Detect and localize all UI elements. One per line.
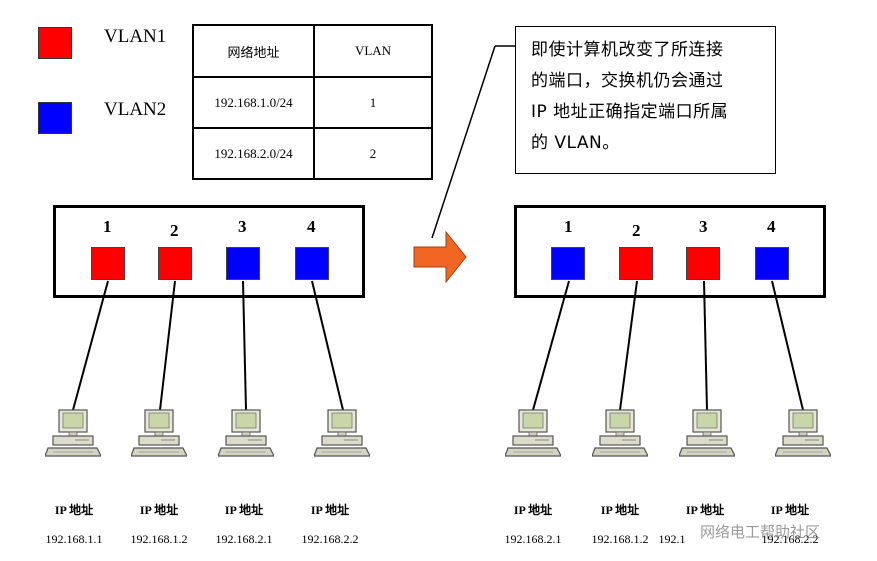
switch-before xyxy=(53,205,365,298)
table-row: 192.168.1.0/24 1 xyxy=(192,76,433,129)
watermark: 网络电工帮助社区 xyxy=(700,523,821,541)
table-cell-network: 192.168.1.0/24 xyxy=(192,76,315,129)
switch-port-after-4 xyxy=(755,247,789,280)
cable-after-4 xyxy=(771,280,804,411)
cable-after-3 xyxy=(703,280,708,411)
ip-address-after-4: 192.168.2.2 xyxy=(761,532,819,546)
note-line-2: 的端口，交换机仍会通过 xyxy=(531,71,724,91)
cable-before-1 xyxy=(72,280,109,411)
switch-port-before-4 xyxy=(295,247,329,280)
port-number-before-2: 2 xyxy=(170,221,179,240)
transition-arrow xyxy=(413,230,467,284)
ip-address-before-1: 192.168.1.1 xyxy=(45,532,103,546)
ip-label-before-4: IP 地址 xyxy=(310,503,350,517)
port-number-before-3: 3 xyxy=(238,217,247,236)
switch-port-before-3 xyxy=(226,247,260,280)
port-number-after-4: 4 xyxy=(767,217,776,236)
ip-address-after-3: 192.1 xyxy=(658,532,686,546)
ip-label-after-3: IP 地址 xyxy=(685,503,725,517)
port-number-after-1: 1 xyxy=(564,217,573,236)
ip-address-before-2: 192.168.1.2 xyxy=(130,532,188,546)
computer-icon xyxy=(44,408,102,458)
switch-port-before-1 xyxy=(91,247,125,280)
legend-label-vlan2: VLAN2 xyxy=(104,99,167,120)
ip-address-after-2: 192.168.1.2 xyxy=(591,532,649,546)
switch-port-after-1 xyxy=(551,247,585,280)
switch-port-before-2 xyxy=(158,247,192,280)
legend-label-vlan1: VLAN1 xyxy=(104,26,167,47)
table-cell-network: 192.168.2.0/24 xyxy=(192,127,315,180)
cable-before-2 xyxy=(159,280,176,411)
vlan-mapping-table: 网络地址 VLAN 192.168.1.0/24 1 192.168.2.0/2… xyxy=(192,24,433,180)
computer-icon xyxy=(217,408,275,458)
ip-label-after-1: IP 地址 xyxy=(513,503,553,517)
table-row: 192.168.2.0/24 2 xyxy=(192,127,433,180)
legend-swatch-vlan1 xyxy=(38,27,72,59)
table-cell-vlan: 1 xyxy=(313,76,433,129)
computer-icon xyxy=(678,408,736,458)
ip-address-after-1: 192.168.2.1 xyxy=(504,532,562,546)
cable-before-4 xyxy=(311,280,344,411)
computer-icon xyxy=(313,408,371,458)
switch-port-after-3 xyxy=(686,247,720,280)
ip-label-after-4: IP 地址 xyxy=(770,503,810,517)
ip-label-before-1: IP 地址 xyxy=(54,503,94,517)
note-callout: 即使计算机改变了所连接 的端口，交换机仍会通过 IP 地址正确指定端口所属 的 … xyxy=(515,26,776,174)
port-number-after-3: 3 xyxy=(699,217,708,236)
computer-icon xyxy=(130,408,188,458)
port-number-after-2: 2 xyxy=(632,221,641,240)
note-line-3: IP 地址正确指定端口所属 xyxy=(531,102,729,122)
table-cell-vlan: 2 xyxy=(313,127,433,180)
cable-after-2 xyxy=(619,280,638,411)
cable-after-1 xyxy=(532,280,570,411)
ip-label-after-2: IP 地址 xyxy=(600,503,640,517)
note-line-4: 的 VLAN。 xyxy=(531,133,620,153)
ip-label-before-2: IP 地址 xyxy=(139,503,179,517)
computer-icon xyxy=(504,408,562,458)
cable-before-3 xyxy=(242,280,247,411)
table-header-vlan: VLAN xyxy=(313,24,433,78)
computer-icon xyxy=(591,408,649,458)
callout-pointer-diagonal xyxy=(431,45,496,239)
computer-icon xyxy=(774,408,832,458)
table-header-network: 网络地址 xyxy=(192,24,315,78)
note-line-1: 即使计算机改变了所连接 xyxy=(531,40,724,60)
switch-port-after-2 xyxy=(619,247,653,280)
legend-swatch-vlan2 xyxy=(38,102,72,134)
ip-address-before-4: 192.168.2.2 xyxy=(301,532,359,546)
table-header-row: 网络地址 VLAN xyxy=(192,24,433,78)
port-number-before-4: 4 xyxy=(307,217,316,236)
ip-address-before-3: 192.168.2.1 xyxy=(215,532,273,546)
port-number-before-1: 1 xyxy=(103,217,112,236)
switch-after xyxy=(514,205,826,298)
ip-label-before-3: IP 地址 xyxy=(224,503,264,517)
